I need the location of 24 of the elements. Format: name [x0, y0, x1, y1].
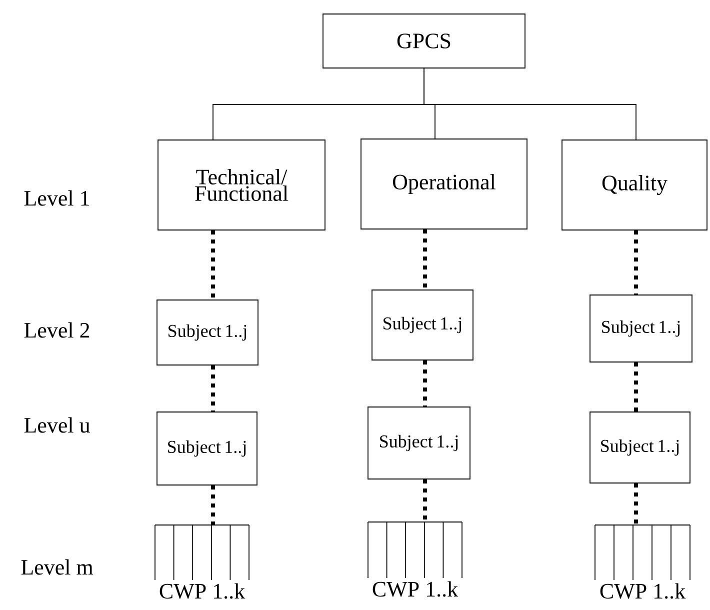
connector — [211, 230, 215, 300]
connector — [423, 360, 427, 407]
box: Subject 1..j — [590, 412, 690, 484]
connector — [424, 68, 636, 140]
connector — [423, 479, 427, 522]
box: Operational — [360, 138, 528, 230]
connector — [634, 362, 638, 412]
connector — [211, 365, 215, 412]
connector — [634, 230, 638, 295]
level-label: Level 1 — [24, 190, 89, 206]
level-label: Level 2 — [24, 322, 90, 338]
box: Subject 1..j — [156, 300, 258, 366]
box: Subject 1..j — [156, 412, 258, 486]
box: Subject 1..j — [372, 290, 474, 360]
connector — [634, 483, 638, 525]
connector — [211, 485, 215, 525]
level-label: Level m — [21, 559, 94, 575]
box: Technical/ Functional — [158, 140, 326, 230]
box: GPCS — [322, 14, 526, 68]
connector — [423, 229, 427, 290]
level-label: Level u — [24, 417, 90, 433]
box: Quality — [562, 140, 708, 230]
box: Subject 1..j — [368, 406, 470, 480]
box: Subject 1..j — [590, 294, 692, 362]
